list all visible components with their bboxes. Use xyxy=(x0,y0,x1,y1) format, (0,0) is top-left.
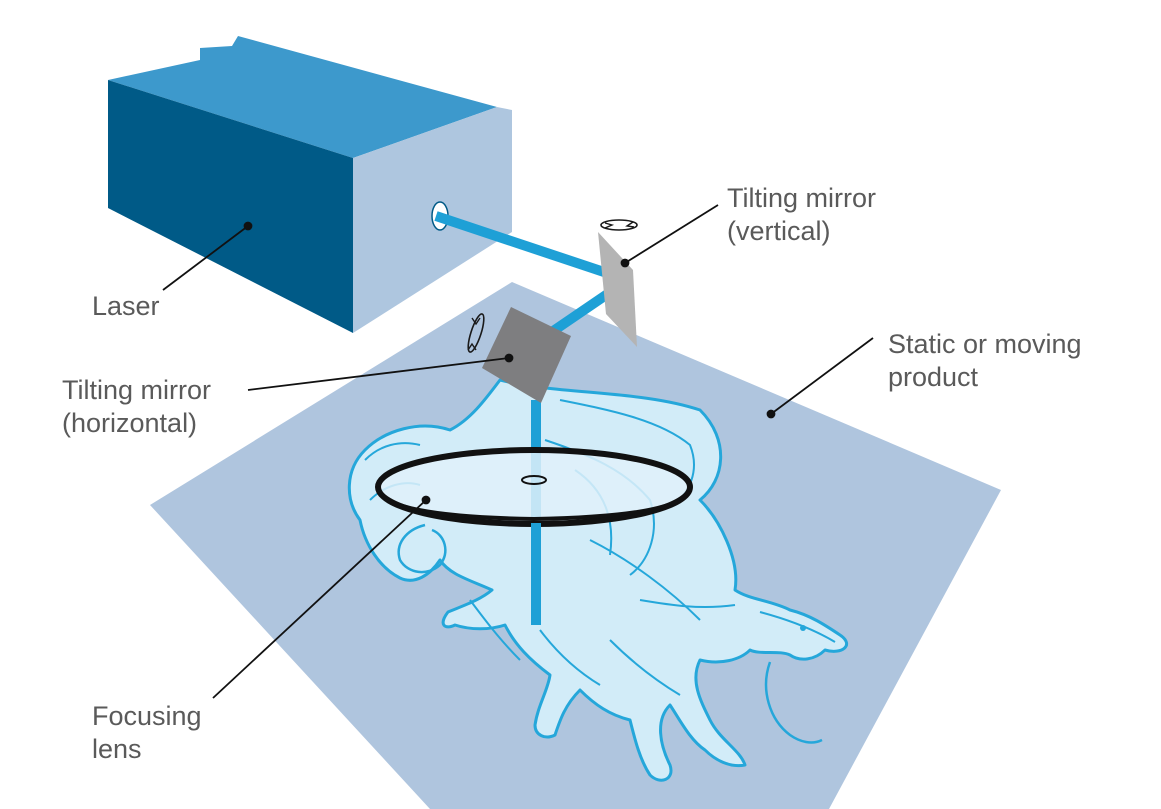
laser-box-top xyxy=(108,36,497,158)
tilting-mirror-vertical-label: Tilting mirror (vertical) xyxy=(727,183,877,246)
focusing-lens-label: Focusing lens xyxy=(92,701,202,764)
laser-label: Laser xyxy=(92,291,160,321)
tilting-mirror-horizontal-label: Tilting mirror (horizontal) xyxy=(62,375,212,438)
laser-box-front xyxy=(108,80,353,333)
laser-box xyxy=(108,36,512,333)
vertical-tilting-mirror xyxy=(598,232,637,347)
rotate-arrows-icon xyxy=(467,313,485,353)
focusing-lens xyxy=(375,447,693,527)
product-label: Static or moving product xyxy=(888,329,1082,392)
horizontal-tilting-mirror xyxy=(482,307,571,403)
rotate-arrows-icon xyxy=(600,219,638,231)
leader-lines xyxy=(162,204,874,699)
